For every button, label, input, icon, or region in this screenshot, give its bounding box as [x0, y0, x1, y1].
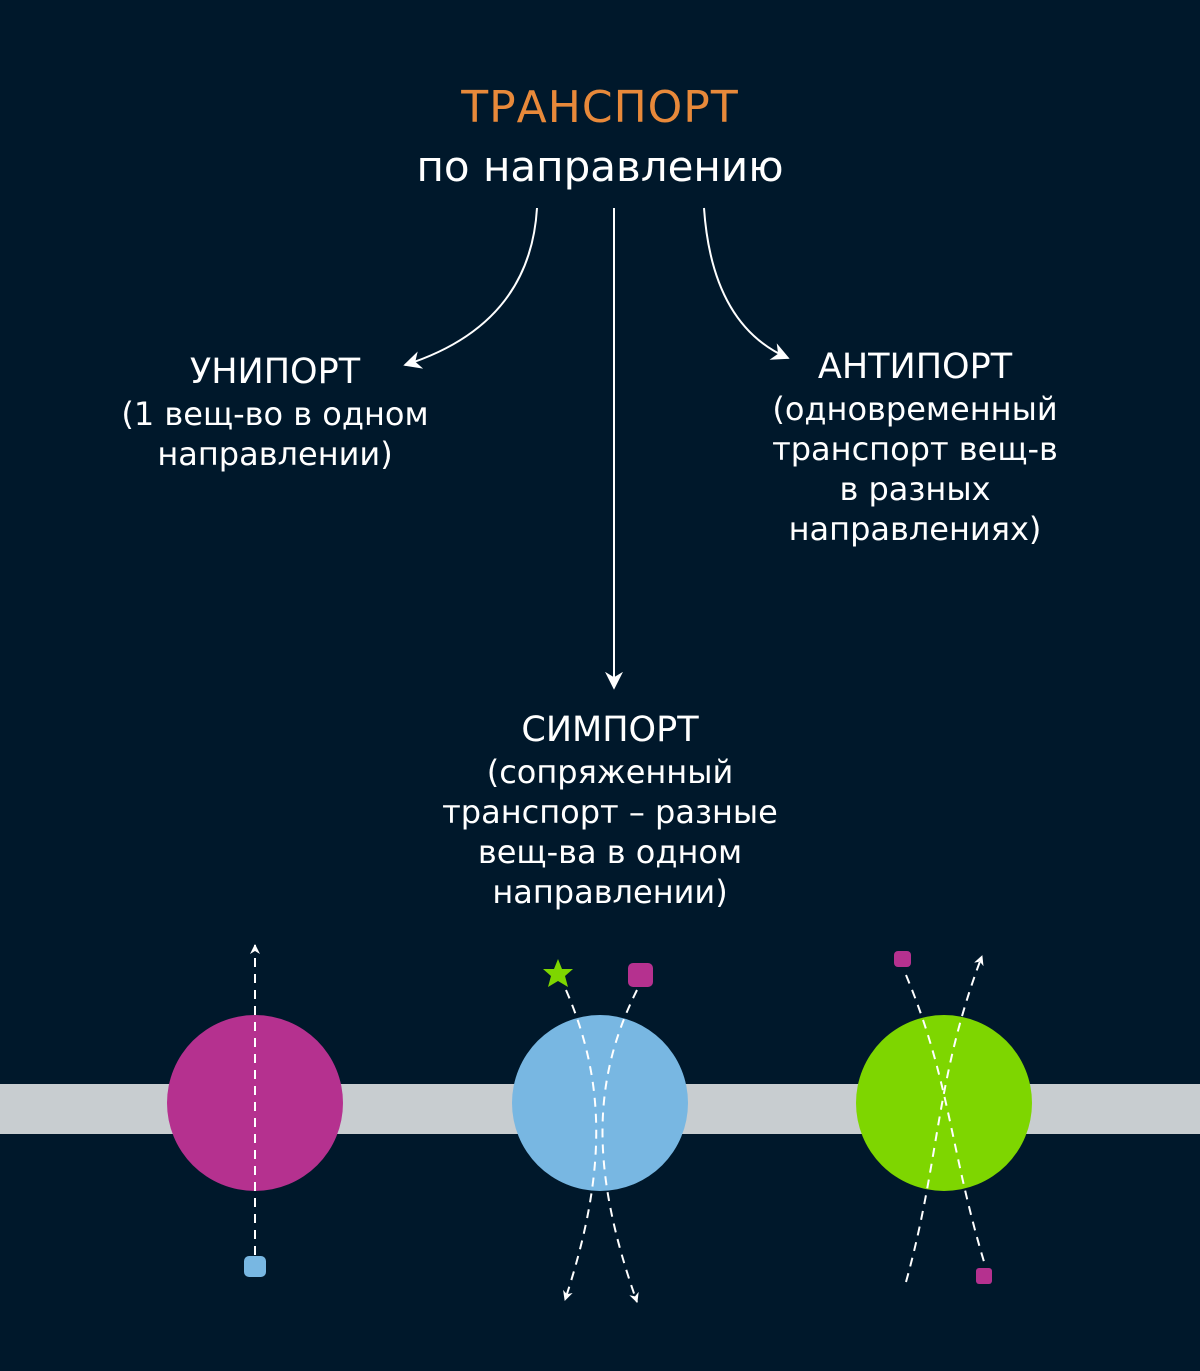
diagram-subtitle: по направлению — [416, 142, 784, 191]
antiport-label: АНТИПОРТ — [817, 347, 1013, 387]
arrow-to-antiport — [703, 207, 790, 360]
uniport-illustration — [167, 944, 343, 1277]
antiport-description: (одновременный транспорт вещ-в в разных … — [772, 390, 1058, 548]
uniport-block: УНИПОРТ (1 вещ-во в одном направлении) — [90, 352, 460, 474]
antiport-path-outward — [905, 955, 984, 1283]
symport-path-square — [601, 989, 639, 1303]
antiport-block: АНТИПОРТ (одновременный транспорт вещ-в … — [710, 347, 1120, 549]
diagram-title: ТРАНСПОРТ — [461, 82, 739, 133]
symport-square-molecule-icon — [628, 963, 653, 987]
antiport-path-inward — [905, 974, 986, 1266]
antiport-outer-molecule-icon — [976, 1268, 992, 1284]
symport-description: (сопряженный транспорт – разные вещ-ва в… — [442, 753, 778, 911]
antiport-illustration — [856, 951, 1032, 1284]
arrow-to-uniport — [403, 207, 538, 369]
antiport-carrier — [856, 1015, 1032, 1191]
symport-label: СИМПОРТ — [521, 710, 699, 750]
symport-path-star — [563, 989, 598, 1301]
uniport-description: (1 вещ-во в одном направлении) — [121, 395, 429, 473]
uniport-molecule-icon — [244, 1256, 266, 1277]
symport-illustration — [512, 959, 688, 1303]
symport-block: СИМПОРТ (сопряженный транспорт – разные … — [395, 710, 825, 912]
antiport-inner-molecule-icon — [894, 951, 911, 967]
uniport-label: УНИПОРТ — [189, 352, 361, 392]
star-icon — [543, 959, 573, 987]
symport-carrier — [512, 1015, 688, 1191]
